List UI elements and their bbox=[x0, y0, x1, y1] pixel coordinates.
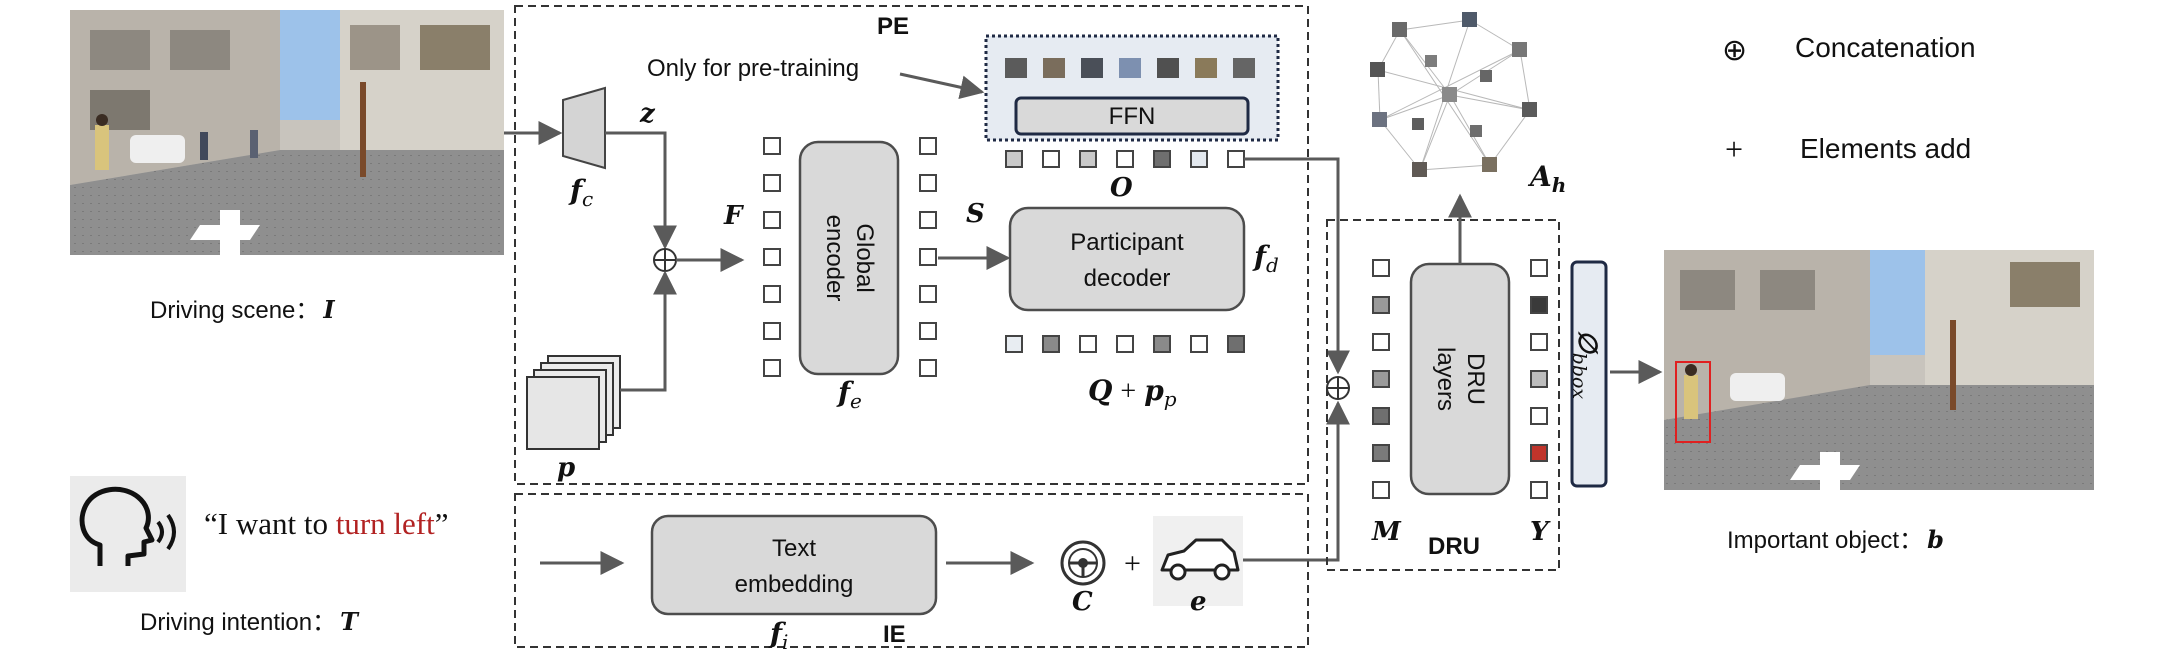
S-symbol: S bbox=[966, 199, 985, 229]
O-symbol: O bbox=[1110, 173, 1133, 203]
arrow-note-to-ffn bbox=[899, 72, 985, 100]
speaking-head-icon bbox=[70, 476, 186, 592]
fc-symbol: fc bbox=[568, 174, 593, 211]
M-tokens bbox=[1372, 259, 1390, 499]
fi-symbol: fi bbox=[768, 617, 788, 654]
driving-scene-image bbox=[70, 10, 504, 255]
steering-wheel-icon bbox=[1060, 540, 1106, 586]
concat-op-2 bbox=[1326, 376, 1350, 400]
arrow-e-to-concat bbox=[1243, 400, 1350, 562]
ffn-label: FFN bbox=[1109, 103, 1156, 130]
F-symbol: F bbox=[723, 201, 744, 231]
arrow-O-to-concat bbox=[1244, 157, 1350, 375]
output-caption: Important object：b bbox=[1727, 525, 1944, 554]
global-encoder-box bbox=[798, 140, 900, 376]
car-icon bbox=[1153, 516, 1243, 606]
S-tokens bbox=[919, 137, 937, 377]
pretrain-note: Only for pre-training bbox=[647, 55, 859, 82]
p-symbol: p bbox=[557, 453, 575, 483]
intention-quote: “I want to turn left” bbox=[204, 506, 448, 541]
element-add-op: + bbox=[1124, 547, 1141, 580]
ffn-thumbnails bbox=[1005, 58, 1255, 78]
z-symbol: z bbox=[639, 99, 656, 129]
e-symbol: e bbox=[1190, 587, 1207, 617]
legend-concat-label: Concatenation bbox=[1795, 32, 1976, 63]
legend-concat-symbol: ⊕ bbox=[1722, 34, 1747, 67]
ffn-box bbox=[1014, 96, 1250, 136]
Y-symbol: Y bbox=[1530, 517, 1551, 547]
fc-encoder-shape bbox=[562, 86, 606, 170]
bbox-head-box bbox=[1570, 260, 1608, 488]
dru-dashed-box bbox=[1326, 219, 1560, 571]
ie-label: IE bbox=[883, 621, 906, 648]
Y-tokens bbox=[1530, 259, 1548, 499]
Ah-symbol: Ah bbox=[1527, 160, 1566, 197]
output-scene-image bbox=[1664, 250, 2094, 490]
arrow-z-to-concat bbox=[605, 131, 677, 250]
intention-caption: Driving intention：T bbox=[140, 607, 360, 636]
fd-symbol: fd bbox=[1252, 240, 1279, 277]
dru-layers-box bbox=[1409, 262, 1511, 496]
pe-dashed-box bbox=[514, 5, 1309, 485]
text-embedding-box bbox=[650, 514, 938, 616]
F-tokens bbox=[763, 137, 781, 377]
C-symbol: C bbox=[1072, 587, 1093, 617]
Q-tokens bbox=[1005, 335, 1245, 353]
Q-plus-pp-symbol: Q+pp bbox=[1088, 374, 1177, 411]
phi-bbox-symbol: ∅bbox bbox=[1568, 330, 1602, 399]
O-tokens bbox=[1005, 150, 1245, 168]
dru-label: DRU bbox=[1428, 533, 1480, 560]
driving-scene-caption: Driving scene：I bbox=[150, 295, 335, 324]
arrow-p-to-concat bbox=[620, 270, 677, 392]
relation-graph bbox=[1377, 19, 1531, 171]
global-encoder-label: Globalencoder bbox=[821, 215, 878, 302]
legend-add-symbol: + bbox=[1725, 131, 1743, 167]
participant-decoder-box bbox=[1008, 206, 1246, 312]
ie-dashed-box bbox=[514, 493, 1309, 648]
pe-label: PE bbox=[877, 13, 909, 40]
concat-op bbox=[653, 248, 677, 272]
graph-nodes bbox=[1370, 12, 1537, 177]
fe-symbol: fe bbox=[836, 376, 862, 413]
p-stack bbox=[526, 355, 621, 450]
legend-add-label: Elements add bbox=[1800, 133, 1971, 164]
dru-layers-label: DRUlayers bbox=[1432, 347, 1489, 411]
M-symbol: M bbox=[1371, 517, 1402, 547]
